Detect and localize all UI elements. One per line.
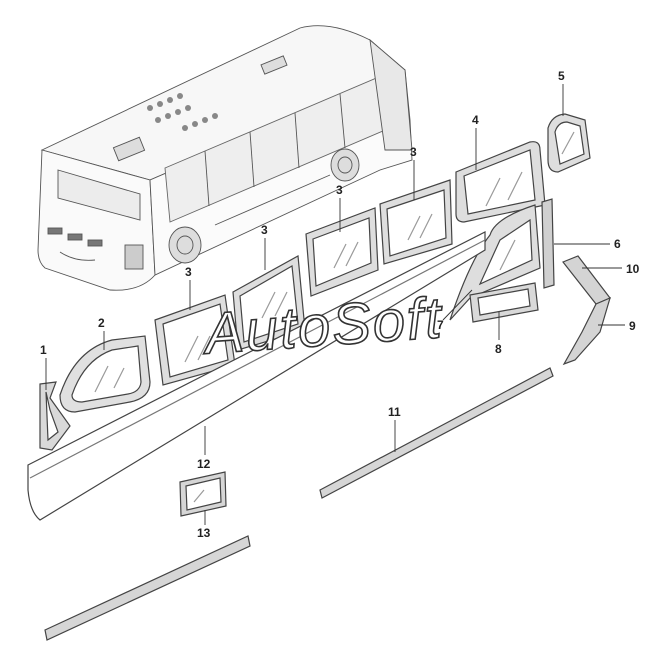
callout-2: 2 (98, 316, 105, 330)
leader-7 (442, 289, 473, 321)
callout-3b: 3 (261, 223, 268, 237)
part-6-pillar-strip (541, 198, 555, 289)
part-12-side-panel (27, 231, 486, 521)
part-9-corner-trim-lower (562, 296, 611, 366)
callout-13: 13 (197, 526, 211, 540)
bottom-trim-strip (44, 535, 251, 641)
callout-3d: 3 (410, 145, 417, 159)
part-5-quarter-glass (547, 113, 591, 173)
callout-9: 9 (629, 319, 636, 333)
callout-11: 11 (388, 405, 401, 419)
callout-4: 4 (472, 113, 479, 127)
callout-12: 12 (197, 457, 211, 471)
part-3-side-window-d (379, 179, 453, 265)
part-11-side-moulding (319, 367, 554, 499)
part-10-corner-trim-upper (562, 255, 611, 305)
part-2-rear-side-window (59, 335, 151, 413)
callout-1: 1 (40, 343, 47, 357)
callout-8: 8 (495, 342, 502, 356)
part-3-side-window-c (305, 207, 379, 297)
callout-10: 10 (626, 262, 640, 276)
callout-3c: 3 (336, 183, 343, 197)
part-8-lower-panel (469, 282, 539, 323)
part-1-corner-panel (39, 381, 71, 451)
callout-3a: 3 (185, 265, 192, 279)
callout-7: 7 (437, 318, 444, 332)
callout-6: 6 (614, 237, 621, 251)
bus-illustration (37, 25, 413, 291)
part-13-small-plate (179, 471, 227, 517)
part-3-side-window-a (154, 294, 236, 386)
callout-5: 5 (558, 69, 565, 83)
